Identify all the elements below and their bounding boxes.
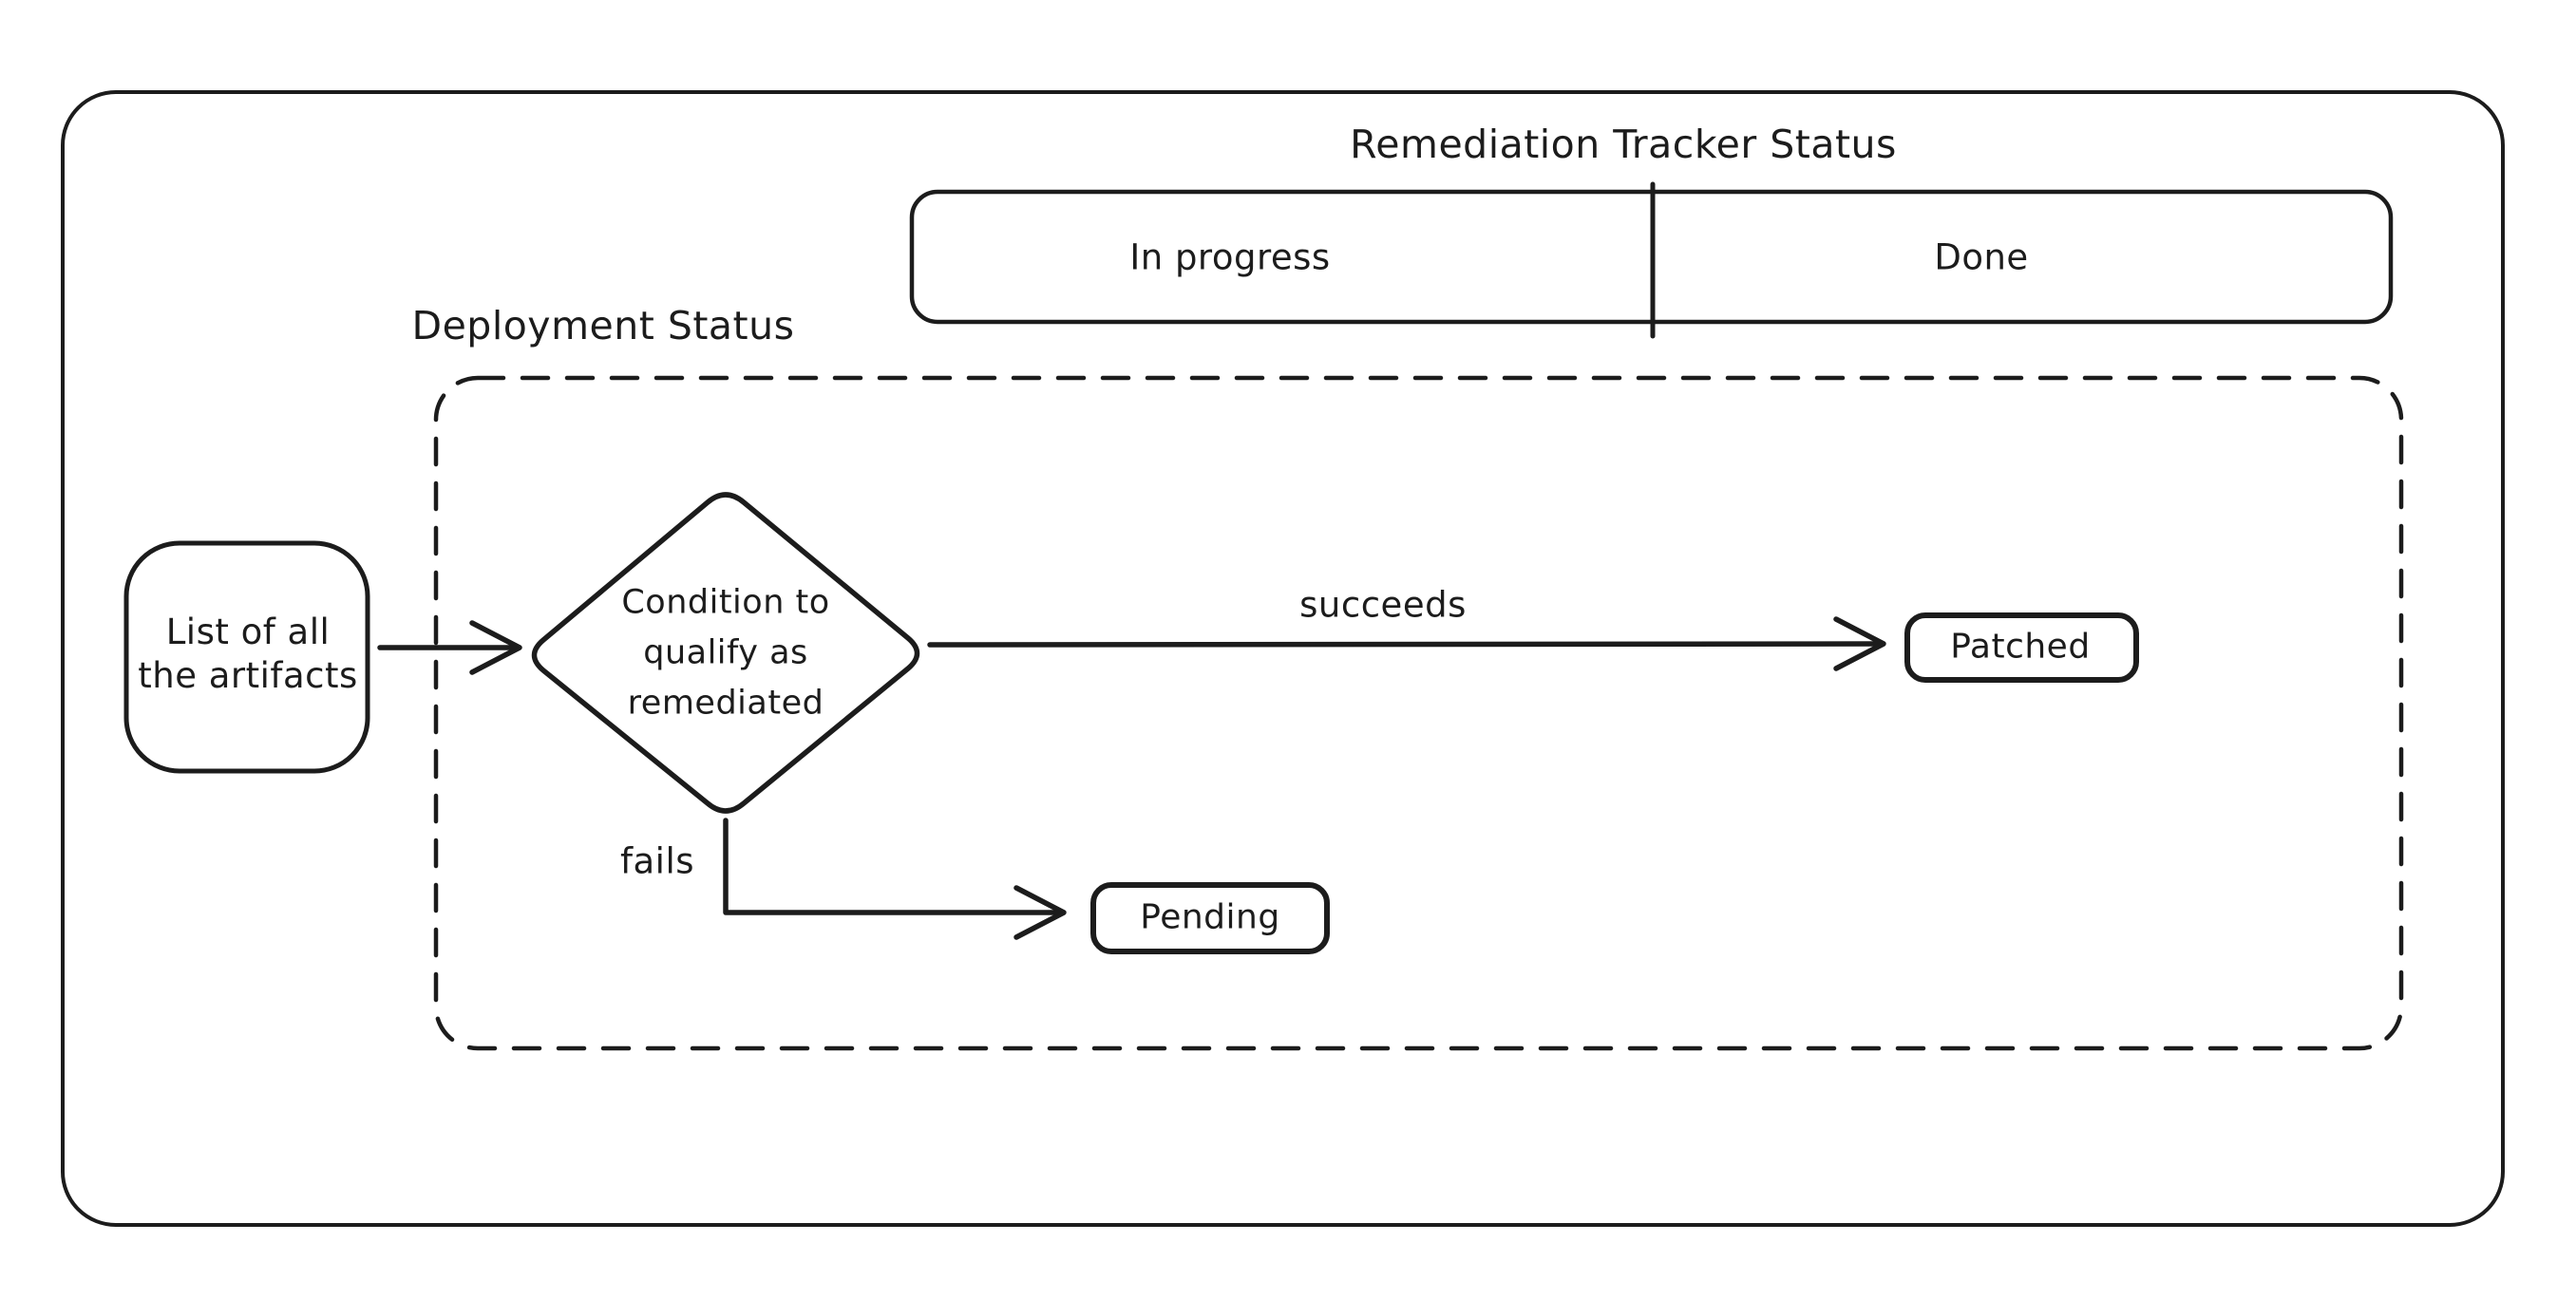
- condition-diamond-outline: [531, 492, 920, 814]
- condition-node-label: Condition to qualify as remediated: [621, 578, 829, 729]
- arrowhead-succeeds: [1833, 616, 1886, 671]
- artifacts-node-label: List of all the artifacts: [138, 611, 357, 698]
- condition-node-label-line-3: remediated: [627, 684, 824, 723]
- artifacts-box-outline: [123, 540, 370, 774]
- edge-fails: [723, 818, 1066, 915]
- tracker-cell-done: Done: [1934, 236, 2029, 278]
- outer-frame: [61, 90, 2505, 1227]
- tracker-cell-in-progress: In progress: [1129, 236, 1331, 278]
- artifacts-node-label-line-1: List of all: [165, 612, 331, 652]
- pending-box-outline: [1090, 882, 1330, 954]
- condition-node-label-line-2: qualify as: [643, 633, 808, 672]
- condition-node-label-line-1: Condition to: [621, 583, 830, 622]
- deployment-dashed-box: [433, 375, 2404, 1051]
- pending-node-label: Pending: [1140, 897, 1280, 937]
- patched-node-label: Patched: [1950, 627, 2091, 667]
- edge-succeeds: [927, 641, 1885, 648]
- artifacts-node-label-line-2: the artifacts: [138, 655, 358, 696]
- deployment-group-label: Deployment Status: [411, 303, 795, 348]
- edge-label-succeeds: succeeds: [1299, 584, 1467, 626]
- arrowhead-fails: [1013, 885, 1067, 940]
- patched-box-outline: [1904, 612, 2139, 683]
- arrowhead-artifacts-to-condition: [469, 620, 522, 675]
- edge-label-fails: fails: [619, 840, 695, 882]
- diagram-title: Remediation Tracker Status: [1350, 122, 1897, 167]
